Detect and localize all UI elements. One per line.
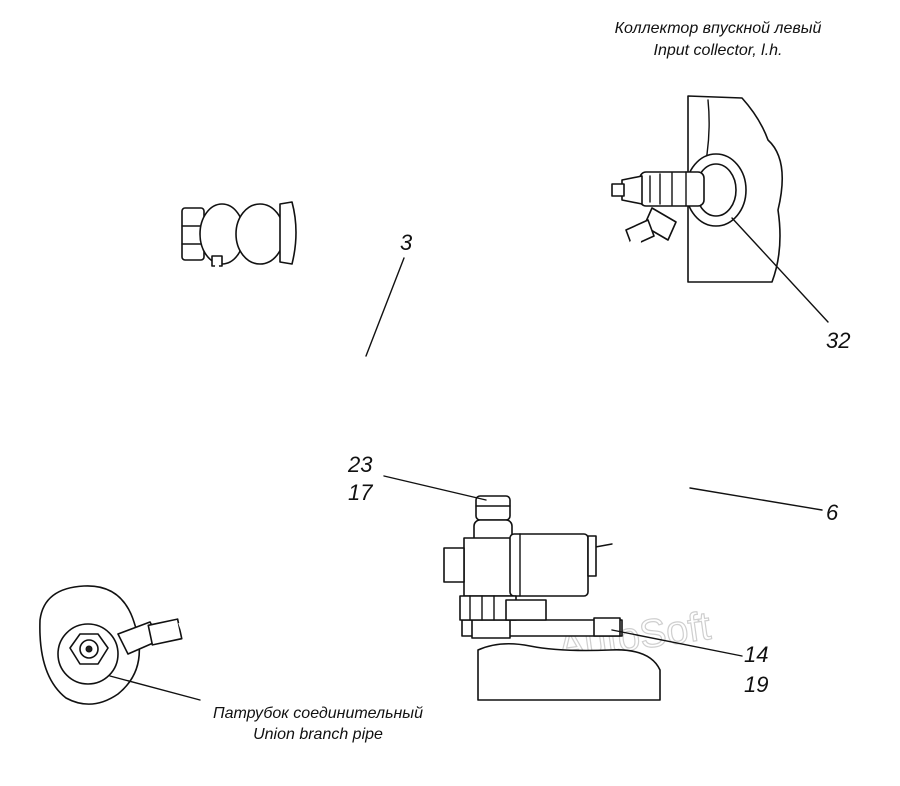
hose-6	[525, 237, 675, 617]
union-label-ru: Патрубок соединительный	[213, 705, 423, 722]
part-number-19: 19	[744, 672, 768, 697]
fitting-32	[611, 153, 747, 247]
connector-plug	[181, 201, 297, 267]
union-label-en: Union branch pipe	[253, 726, 383, 743]
collector-label-ru: Коллектор впускной левый	[615, 20, 822, 37]
solenoid-valve	[443, 495, 613, 621]
part-number-14: 14	[744, 642, 768, 667]
part-number-17: 17	[348, 480, 373, 505]
union-branch-pipe	[39, 585, 141, 705]
hose-lower	[117, 595, 463, 655]
part-number-32: 32	[826, 328, 850, 353]
part-number-23: 23	[347, 452, 373, 477]
collector-label-en: Input collector, l.h.	[654, 42, 783, 59]
bracket	[461, 617, 661, 701]
pipe-3	[215, 264, 494, 498]
part-number-3: 3	[400, 230, 413, 255]
part-number-6: 6	[826, 500, 839, 525]
leader-lines	[109, 217, 829, 701]
